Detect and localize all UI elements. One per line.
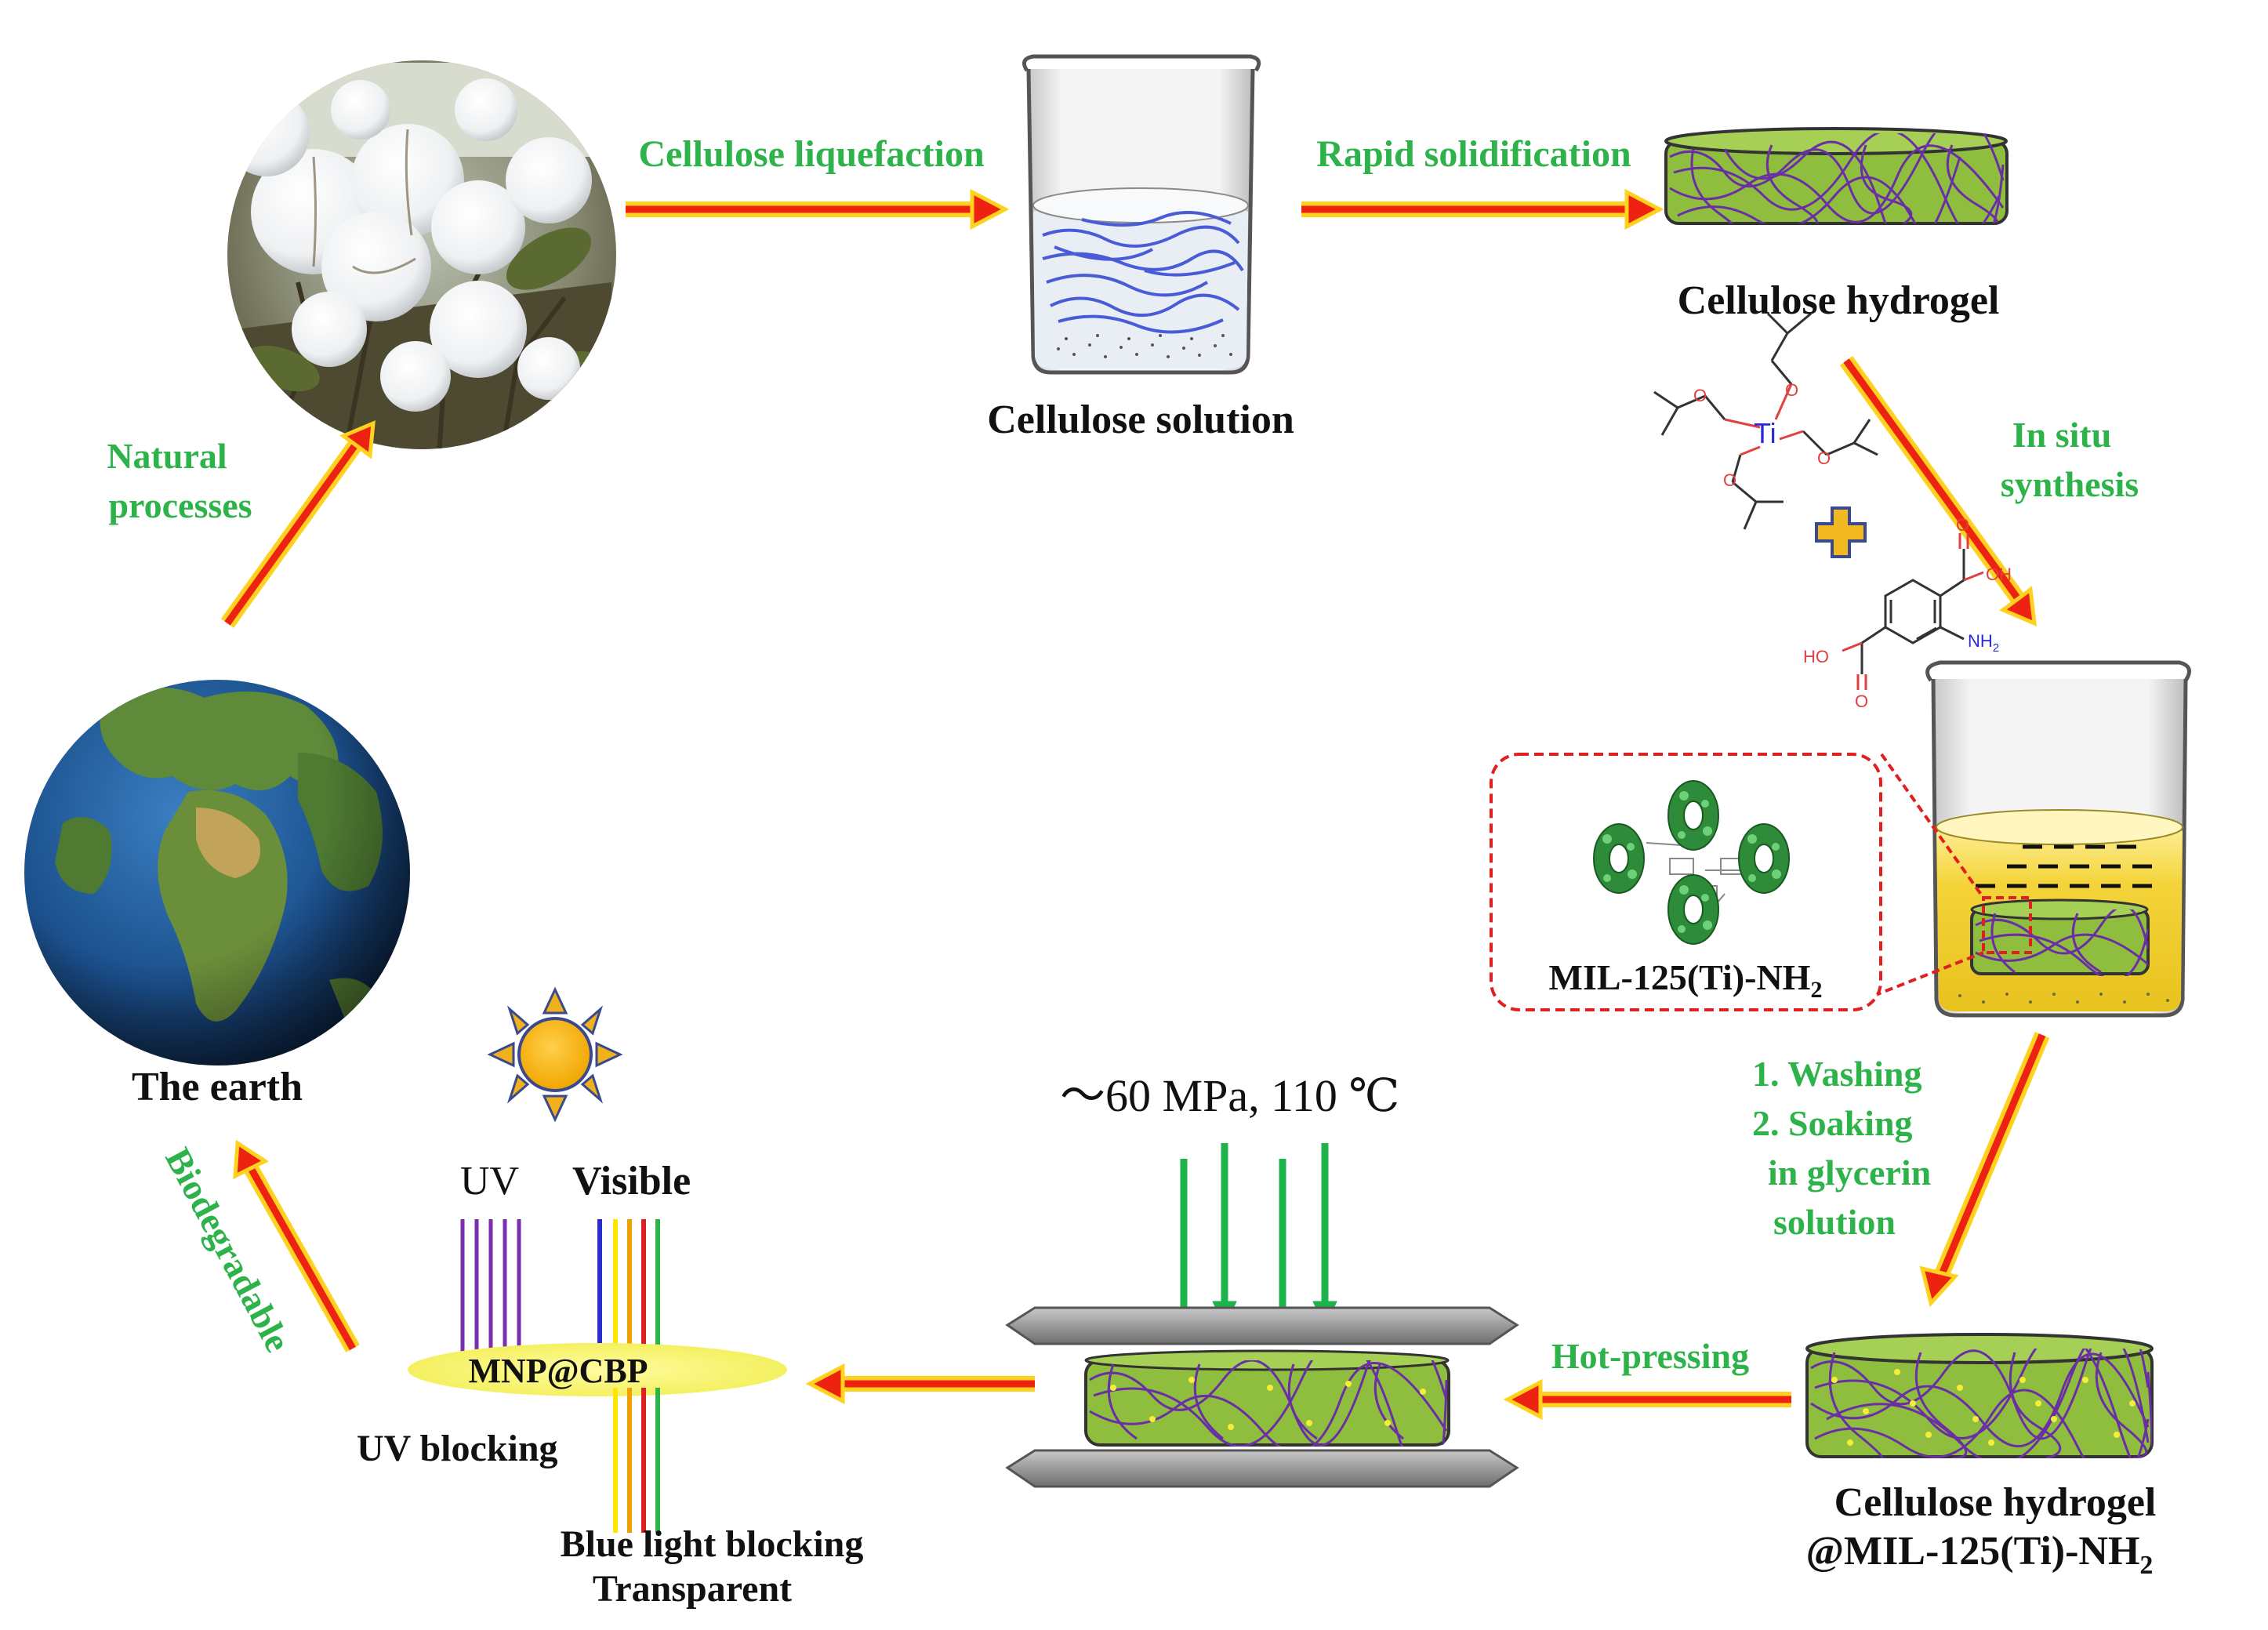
top-press-plate <box>1005 1306 1519 1345</box>
label-hydrogel-mil-line2: @MIL-125(Ti)-NH2 <box>1806 1529 2154 1580</box>
sun-icon <box>487 986 623 1123</box>
aminoterephthalic-acid-structure: OH O HO O NH2 <box>1803 515 2012 711</box>
label-hydrogel-mil-line1: Cellulose hydrogel <box>1834 1480 2157 1525</box>
visible-rays-below <box>613 1388 660 1533</box>
uv-rays <box>460 1219 521 1352</box>
label-cellulose-liquefaction: Cellulose liquefaction <box>638 133 984 175</box>
visible-rays-above <box>597 1219 660 1352</box>
label-solution: solution <box>1773 1202 1896 1242</box>
mil-125-inset: MIL-125(Ti)-NH2 <box>1490 753 1985 1011</box>
label-biodegradable: Biodegradable <box>158 1142 298 1359</box>
ti-isopropoxide-structure: Ti O O O O <box>1653 312 1878 530</box>
earth-globe <box>24 680 410 1065</box>
hot-press <box>1005 1143 1519 1488</box>
mof-structure-icon <box>1593 780 1790 945</box>
oh-label: OH <box>1986 565 2012 584</box>
label-pressure-temperature: ～60 MPa, 110 ℃ <box>1060 1070 1399 1121</box>
label-rapid-solidification: Rapid solidification <box>1316 133 1631 175</box>
arrow-liquefaction <box>626 188 1010 231</box>
process-arrows <box>220 188 2050 1421</box>
plus-icon <box>1815 506 1867 558</box>
label-mnp-cbp: MNP@CBP <box>468 1352 648 1390</box>
arrow-natural-processes <box>220 420 376 628</box>
mnp-cbp-film <box>408 1343 787 1396</box>
label-uv-blocking: UV blocking <box>357 1428 558 1469</box>
dish-cellulose-hydrogel <box>1664 127 2009 225</box>
label-transparent: Transparent <box>593 1568 792 1610</box>
label-synthesis: synthesis <box>2001 464 2139 504</box>
oxygen-label-2: O <box>1693 386 1707 405</box>
label-blue-light-blocking: Blue light blocking <box>561 1523 864 1565</box>
cotton-photo <box>227 60 616 449</box>
arrow-washing <box>1919 1032 2050 1308</box>
arrow-to-film <box>805 1363 1035 1405</box>
label-natural: Natural <box>107 436 227 476</box>
ti-atom-label: Ti <box>1754 417 1776 449</box>
dish-hydrogel-mil <box>1805 1333 2154 1458</box>
label-the-earth: The earth <box>132 1065 303 1109</box>
carbonyl-o-label-2: O <box>1855 692 1868 711</box>
arrow-biodegradable <box>233 1139 360 1352</box>
label-in-situ: In situ <box>2012 415 2112 455</box>
label-uv: UV <box>460 1159 519 1203</box>
label-soaking: 2. Soaking <box>1752 1103 1913 1143</box>
oxygen-label-4: O <box>1723 470 1736 490</box>
arrow-in-situ <box>1839 356 2037 626</box>
label-visible: Visible <box>572 1159 691 1203</box>
label-hot-pressing: Hot-pressing <box>1551 1336 1749 1376</box>
nh2-label: NH2 <box>1968 631 1999 655</box>
arrow-hot-pressing <box>1503 1378 1791 1421</box>
mil-label: MIL-125(Ti)-NH2 <box>1549 957 1823 1003</box>
beaker-cellulose-solution <box>1022 54 1261 375</box>
beaker-in-situ-synthesis <box>1925 660 2191 1018</box>
label-in-glycerin: in glycerin <box>1768 1153 1931 1193</box>
arrow-solidification <box>1301 188 1664 231</box>
ho-label: HO <box>1803 647 1829 666</box>
oxygen-label-3: O <box>1817 448 1831 468</box>
label-processes: processes <box>108 485 252 525</box>
label-washing: 1. Washing <box>1752 1054 1921 1094</box>
bottom-press-plate <box>1005 1449 1519 1488</box>
oxygen-label-1: O <box>1785 380 1798 400</box>
label-cellulose-solution: Cellulose solution <box>987 398 1294 442</box>
label-cellulose-hydrogel: Cellulose hydrogel <box>1678 278 2000 323</box>
carbonyl-o-label-1: O <box>1956 515 1969 535</box>
